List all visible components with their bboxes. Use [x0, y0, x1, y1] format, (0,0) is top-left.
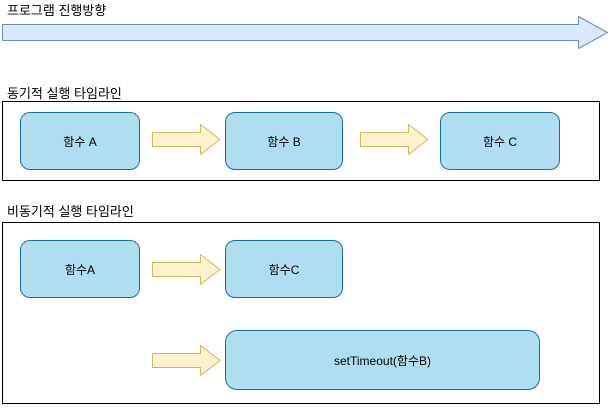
step-arrow-icon-sync-2 — [360, 124, 429, 155]
program-direction-label: 프로그램 진행방향 — [7, 3, 107, 18]
node-async-func-a: 함수A — [20, 240, 140, 298]
node-sync-func-a: 함수 A — [20, 112, 140, 170]
step-arrow-icon-async-1 — [152, 254, 221, 285]
program-direction-arrow-icon — [2, 16, 608, 49]
node-async-settimeout-func-b: setTimeout(함수B) — [225, 330, 540, 390]
right-arrow-shape — [360, 124, 429, 155]
right-arrow-shape — [152, 345, 221, 376]
right-arrow-shape — [152, 124, 221, 155]
step-arrow-icon-async-2 — [152, 345, 221, 376]
right-arrow-shape — [2, 16, 608, 49]
async-timeline-label: 비동기적 실행 타임라인 — [7, 204, 134, 219]
node-sync-func-c: 함수 C — [440, 112, 560, 170]
right-arrow-shape — [152, 254, 221, 285]
sync-timeline-label: 동기적 실행 타임라인 — [7, 86, 122, 101]
step-arrow-icon-sync-1 — [152, 124, 221, 155]
node-sync-func-b: 함수 B — [225, 112, 343, 170]
node-async-func-c: 함수C — [225, 240, 343, 298]
